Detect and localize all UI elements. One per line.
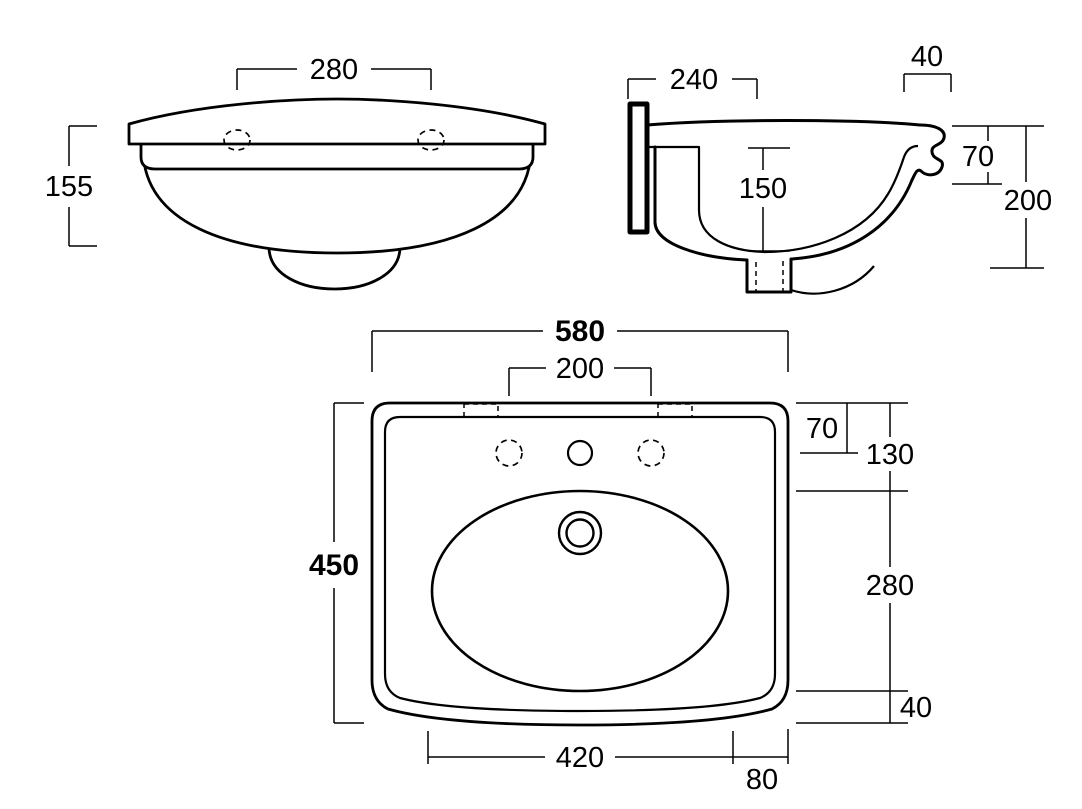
plan-view: 580 200 450 70 130 280 <box>309 315 932 796</box>
front-dim-tap-span-label: 280 <box>310 54 358 86</box>
side-drain-outlet <box>745 257 793 294</box>
front-top-slab <box>127 97 547 146</box>
side-dim-front-edge-height-label: 70 <box>962 141 994 173</box>
side-trap-arc <box>790 265 875 295</box>
plan-dim-overall-width: 580 <box>371 315 789 372</box>
front-view: 280 155 <box>45 54 547 291</box>
plan-tap-hole-right <box>637 439 665 467</box>
front-tap-hole-right <box>417 129 445 151</box>
front-bowl <box>141 150 533 255</box>
plan-dim-overall-width-label: 580 <box>555 315 605 348</box>
plan-dim-bowl-to-front-label: 40 <box>900 692 932 724</box>
front-dim-height: 155 <box>45 125 97 247</box>
plan-drain-inner <box>565 518 595 548</box>
plan-fixing-slot-left <box>463 403 499 418</box>
plan-dim-back-to-bowl-label: 130 <box>866 439 914 471</box>
plan-dim-base-width: 420 <box>427 731 734 774</box>
plan-dim-overall-depth-label: 450 <box>309 549 359 582</box>
plan-dim-bowl-to-front: 40 <box>889 691 932 724</box>
side-dim-overall-height: 200 <box>990 126 1052 269</box>
plan-dim-tap-spacing: 200 <box>508 353 652 396</box>
plan-bowl <box>430 489 730 693</box>
side-outer-shell-right <box>790 178 914 261</box>
plan-tap-hole-left <box>495 439 523 467</box>
front-trap-cover <box>267 245 402 291</box>
side-dim-front-lip-label: 40 <box>911 41 943 73</box>
front-dim-height-label: 155 <box>45 171 93 203</box>
plan-dim-base-side-offset-label: 80 <box>746 764 778 796</box>
plan-fixing-slot-right <box>657 403 693 418</box>
side-wall-bracket <box>627 101 650 235</box>
side-dim-overall-height-label: 200 <box>1004 185 1052 217</box>
side-deck-top <box>645 119 922 127</box>
side-dim-bowl-depth-label: 150 <box>739 173 787 205</box>
plan-dim-base-side-offset: 80 <box>733 729 789 796</box>
side-dim-wall-to-overflow-label: 240 <box>670 64 718 96</box>
side-dim-wall-to-overflow: 240 <box>627 64 758 99</box>
plan-inner-rim <box>383 415 777 713</box>
plan-drain-outer <box>557 510 603 556</box>
side-drain-dashed <box>755 261 784 292</box>
front-rim-band <box>139 140 535 171</box>
plan-dim-tap-spacing-label: 200 <box>556 353 604 385</box>
plan-tap-hole-center <box>566 439 594 467</box>
plan-dim-back-to-bowl: 130 <box>866 403 914 491</box>
plan-outer-rim <box>370 401 790 727</box>
side-view: 240 40 150 70 200 <box>627 41 1052 295</box>
plan-dim-bowl-length-label: 280 <box>866 570 914 602</box>
plan-dim-overall-depth: 450 <box>309 402 364 724</box>
plan-dim-bowl-length: 280 <box>866 491 914 691</box>
side-dim-front-edge-height: 70 <box>952 125 1044 185</box>
side-front-edge <box>910 123 946 182</box>
side-bowl-inner <box>647 144 919 254</box>
front-dim-tap-span: 280 <box>236 54 432 90</box>
plan-dim-base-width-label: 420 <box>556 742 604 774</box>
side-dim-bowl-depth: 150 <box>739 147 790 252</box>
plan-dim-back-to-tap-axis-label: 70 <box>806 413 838 445</box>
side-dim-front-lip: 40 <box>903 41 952 92</box>
plan-dim-back-to-tap-axis: 70 <box>806 403 848 453</box>
side-outer-shell-left <box>653 145 749 262</box>
front-tap-hole-left <box>223 129 251 151</box>
plan-right-extension-lines <box>796 402 908 724</box>
